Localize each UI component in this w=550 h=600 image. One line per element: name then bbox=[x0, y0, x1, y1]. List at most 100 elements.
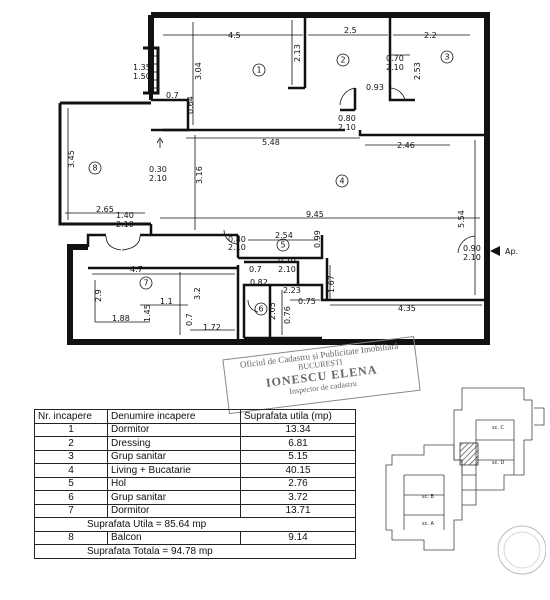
dim-label: 0.93 bbox=[366, 83, 384, 92]
total-area: Suprafata Totala = 94.78 mp bbox=[34, 544, 356, 559]
dim-label: 1.50 bbox=[133, 72, 151, 81]
dim-label: 1.35 bbox=[133, 63, 151, 72]
table-row: 4 Living + Bucatarie 40.15 bbox=[34, 463, 356, 478]
cell-nr: 8 bbox=[34, 530, 108, 545]
room-markers: 1 2 3 4 5 6 7 8 bbox=[88, 50, 454, 316]
dim-label: 2.5 bbox=[344, 26, 357, 35]
dim-label: 0.7 bbox=[166, 91, 179, 100]
dim-label: 2.65 bbox=[96, 205, 114, 214]
dim-label: 2.10 bbox=[149, 174, 167, 183]
header-area: Suprafata utila (mp) bbox=[240, 409, 356, 424]
cell-area: 9.14 bbox=[240, 530, 356, 545]
dim-label: 2.05 bbox=[268, 302, 277, 320]
cell-nr: 2 bbox=[34, 436, 108, 451]
dim-label: 4.35 bbox=[398, 304, 416, 313]
dim-label: 0.80 bbox=[338, 114, 356, 123]
entrance-label: Ap. bbox=[505, 247, 518, 256]
rooms-table: Nr. incapere Denumire incapere Suprafata… bbox=[34, 409, 356, 559]
table-row: 5 Hol 2.76 bbox=[34, 476, 356, 491]
dim-label: 5.48 bbox=[262, 138, 280, 147]
dim-label: 1.67 bbox=[327, 275, 336, 293]
cell-name: Dormitor bbox=[107, 503, 241, 518]
dim-label: 0.70 bbox=[386, 54, 404, 63]
cell-nr: 3 bbox=[34, 449, 108, 464]
dim-label: 0.82 bbox=[250, 278, 268, 287]
dim-label: 2.46 bbox=[397, 141, 415, 150]
table-row: 8 Balcon 9.14 bbox=[34, 530, 356, 545]
cell-nr: 6 bbox=[34, 490, 108, 505]
dim-label: 0.7 bbox=[185, 313, 194, 326]
cell-name: Dormitor bbox=[107, 422, 241, 437]
cell-area: 6.81 bbox=[240, 436, 356, 451]
cell-nr: 7 bbox=[34, 503, 108, 518]
keyplan-label-d: sc. D bbox=[492, 460, 505, 466]
total-useful-row: Suprafata Utila = 85.64 mp bbox=[34, 517, 356, 532]
dim-label: 2.13 bbox=[293, 44, 302, 62]
dim-label: 5.54 bbox=[457, 210, 466, 228]
cell-area: 40.15 bbox=[240, 463, 356, 478]
cell-area: 13.71 bbox=[240, 503, 356, 518]
dim-label: 3.2 bbox=[193, 287, 202, 300]
dim-label: 3.04 bbox=[194, 62, 203, 80]
dim-label: 0.30 bbox=[149, 165, 167, 174]
cell-nr: 5 bbox=[34, 476, 108, 491]
apartment-hatch bbox=[459, 442, 479, 466]
dim-label: 3.16 bbox=[195, 166, 204, 184]
dim-label: 1.45 bbox=[143, 304, 152, 322]
cell-area: 3.72 bbox=[240, 490, 356, 505]
keyplan-label-b: sc. B bbox=[422, 494, 435, 500]
room-label-8: 8 bbox=[92, 164, 97, 173]
dim-label: 0.70 bbox=[278, 256, 296, 265]
cell-area: 13.34 bbox=[240, 422, 356, 437]
room-label-7: 7 bbox=[143, 279, 148, 288]
dim-label: 9.45 bbox=[306, 210, 324, 219]
cell-nr: 4 bbox=[34, 463, 108, 478]
cell-name: Dressing bbox=[107, 436, 241, 451]
cadastre-stamp: Oficiul de Cadastru și Publicitate Imobi… bbox=[218, 332, 425, 426]
room-label-3: 3 bbox=[444, 53, 449, 62]
table-row: 1 Dormitor 13.34 bbox=[34, 422, 356, 437]
header-name: Denumire incapere bbox=[107, 409, 241, 424]
cell-name: Grup sanitar bbox=[107, 490, 241, 505]
arrow-icon bbox=[156, 137, 164, 148]
keyplan-label-c: sc. C bbox=[492, 425, 505, 431]
dim-label: 4.7 bbox=[130, 265, 143, 274]
dim-label: 2.54 bbox=[275, 231, 293, 240]
window-hatch bbox=[151, 47, 158, 89]
dim-label: 0.75 bbox=[298, 297, 316, 306]
dim-label: 1.1 bbox=[160, 297, 173, 306]
total-useful-area: Suprafata Utila = 85.64 mp bbox=[34, 517, 356, 532]
cell-name: Balcon bbox=[107, 530, 241, 545]
dim-label: 2.10 bbox=[386, 63, 404, 72]
entrance-arrow-icon bbox=[490, 246, 500, 256]
keyplan-label-a: sc. A bbox=[422, 521, 435, 527]
seal-icon bbox=[497, 525, 546, 575]
dim-label: 0.80 bbox=[228, 235, 246, 244]
table-row: 7 Dormitor 13.71 bbox=[34, 503, 356, 518]
cell-name: Hol bbox=[107, 476, 241, 491]
room-label-5: 5 bbox=[280, 241, 285, 250]
cell-nr: 1 bbox=[34, 422, 108, 437]
dim-label: 2.23 bbox=[283, 286, 301, 295]
dimension-lines bbox=[65, 20, 482, 335]
floor-plan: Ap. 1 2 3 4 5 6 7 8 4.5 2.5 2.2 2.13 3.0… bbox=[58, 12, 518, 345]
seal-inner-icon bbox=[503, 531, 541, 569]
dim-label: 2.10 bbox=[338, 123, 356, 132]
interior-walls bbox=[86, 15, 485, 340]
stamp-border bbox=[222, 335, 421, 415]
dim-label: 1.88 bbox=[112, 314, 130, 323]
dim-label: 2.10 bbox=[228, 243, 246, 252]
dimension-labels: 4.5 2.5 2.2 2.13 3.04 2.53 1.35 1.50 0.7… bbox=[67, 26, 481, 332]
dim-label: 1.40 bbox=[116, 211, 134, 220]
key-plan: sc. C sc. D sc. B sc. A bbox=[385, 387, 546, 575]
total-area-row: Suprafata Totala = 94.78 mp bbox=[34, 544, 356, 559]
key-plan-outline bbox=[385, 387, 545, 551]
cell-area: 2.76 bbox=[240, 476, 356, 491]
dim-label: 1.72 bbox=[203, 323, 221, 332]
dim-label: 2.53 bbox=[413, 62, 422, 80]
dim-label: 2.10 bbox=[463, 253, 481, 262]
dim-label: 2.10 bbox=[116, 220, 134, 229]
table-row: 2 Dressing 6.81 bbox=[34, 436, 356, 451]
dim-label: 0.76 bbox=[283, 306, 292, 324]
cell-name: Living + Bucatarie bbox=[107, 463, 241, 478]
